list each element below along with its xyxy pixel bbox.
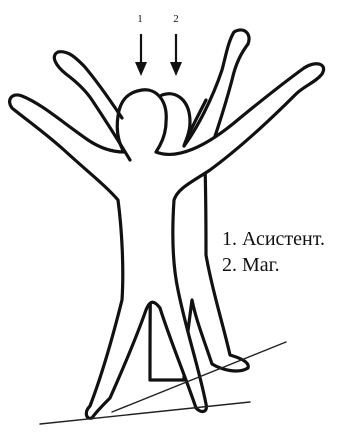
- legend-item-2: 2. Маг.: [222, 254, 280, 276]
- arrow-2-icon: [170, 34, 182, 76]
- marker-2-label: 2: [173, 13, 179, 25]
- marker-1-label: 1: [137, 13, 143, 25]
- arrow-1-icon: [135, 34, 147, 76]
- floor-line-2: [40, 402, 250, 424]
- legend-item-1: 1. Асистент.: [222, 228, 325, 250]
